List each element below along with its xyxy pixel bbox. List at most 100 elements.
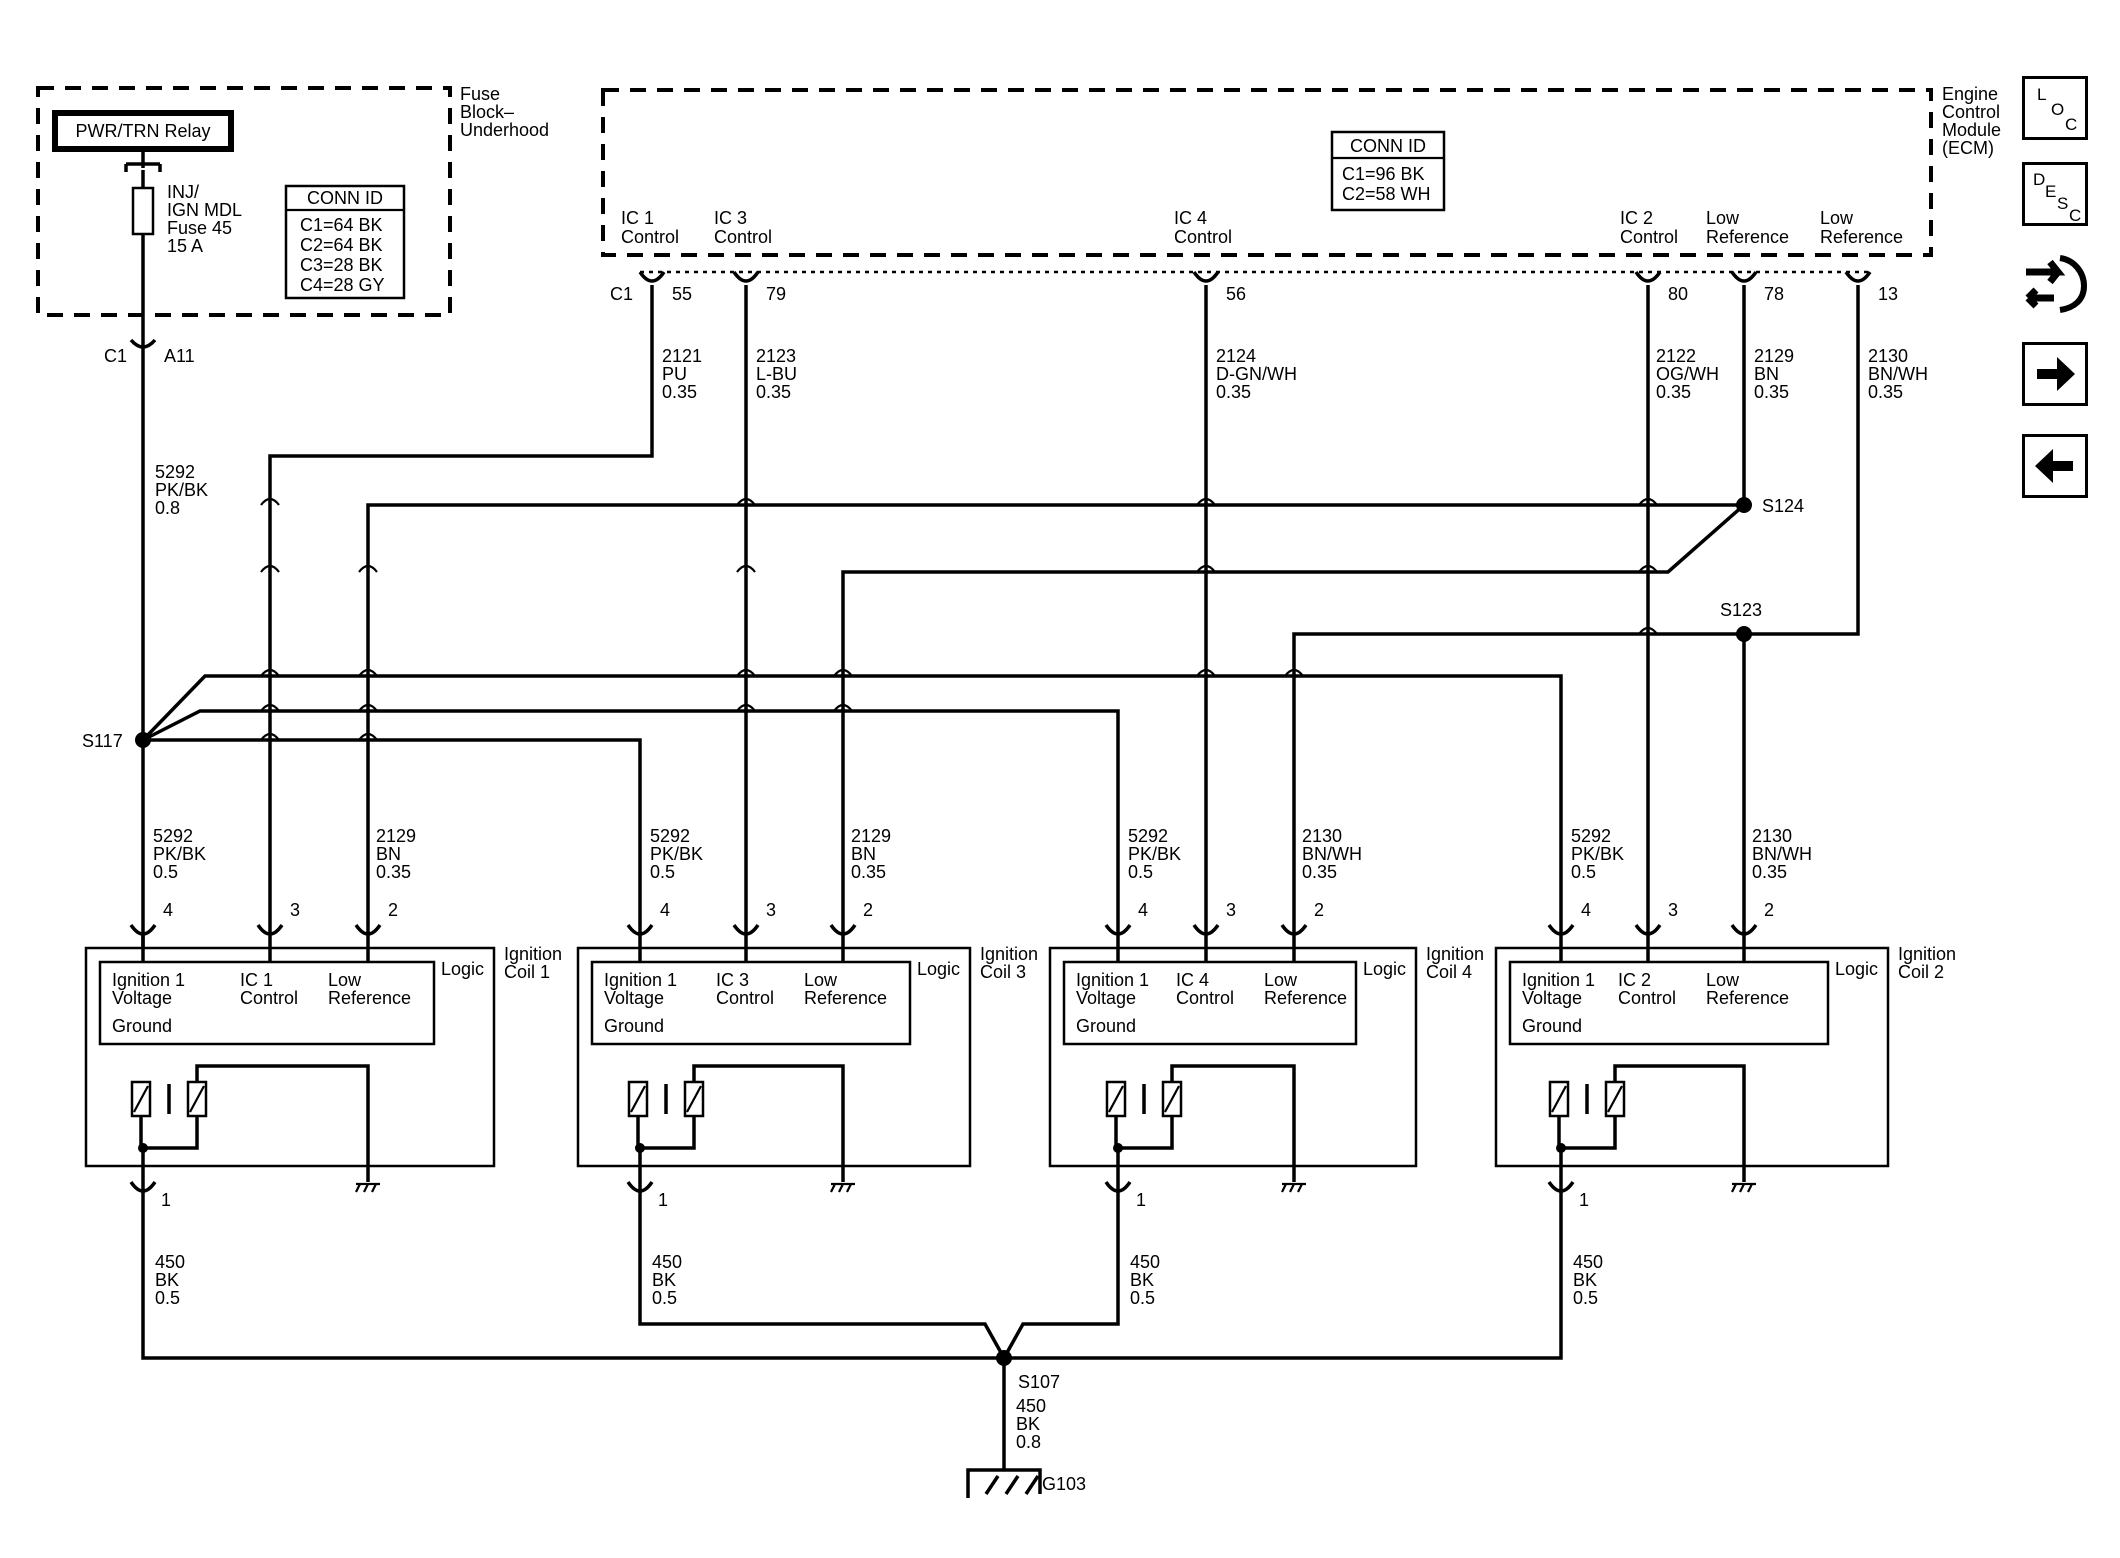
- w2122-3: 0.35: [1656, 382, 1691, 402]
- coil-1-cell-1-line-1: Ignition 1: [604, 970, 677, 990]
- coil-2-cell-1-line-1: Ignition 1: [1076, 970, 1149, 990]
- coil-3-ref-wire-2: BN/WH: [1752, 844, 1812, 864]
- arrow-right-icon: [2037, 357, 2075, 391]
- coil-2-gnd-wire-3: 0.5: [1130, 1288, 1155, 1308]
- crossover-hop-6: [736, 564, 756, 573]
- coil-1-pin-3: 3: [766, 900, 776, 920]
- coil-0-secondary-wire: [195, 1064, 370, 1182]
- coil-1-pin-2: 2: [863, 900, 873, 920]
- ground-wire-3: 0.8: [1016, 1432, 1041, 1452]
- crossover-hop-1: [736, 497, 756, 506]
- w2121-3: 0.35: [662, 382, 697, 402]
- ecm-pin-56: 56: [1226, 284, 1246, 304]
- ecm-conn-1: C1=96 BK: [1342, 164, 1425, 184]
- coil-3-winding-1-slash: [1551, 1085, 1567, 1113]
- coil-2-name-2: Coil 4: [1426, 962, 1472, 982]
- fuse-conn-1: C1=64 BK: [300, 215, 383, 235]
- coil-1-pwr-wire-2: PK/BK: [650, 844, 703, 864]
- fuse-label-3: Fuse 45: [167, 218, 232, 238]
- coil-1-pwr-wire-1: 5292: [650, 826, 690, 846]
- coil-3-case-ground-icon: [1731, 1182, 1756, 1193]
- location-button[interactable]: L O C: [2022, 76, 2088, 140]
- relay-label: PWR/TRN Relay: [75, 121, 210, 141]
- coil-2-case-ground-icon: [1281, 1182, 1306, 1193]
- loc-letter-o: O: [2051, 100, 2065, 119]
- ecm-pin-80: 80: [1668, 284, 1688, 304]
- coil-3-logic-box: [1508, 960, 1830, 1046]
- coil-0-ref-wire-1: 2129: [376, 826, 416, 846]
- coil-0-pin-2: 2: [388, 900, 398, 920]
- coil-0-logic-box: [98, 960, 436, 1046]
- coil-2-pin-4-cup: [1104, 923, 1132, 936]
- coil-1-gnd-wire-2: BK: [652, 1270, 676, 1290]
- w2122-2: OG/WH: [1656, 364, 1719, 384]
- crossover-hop-15: [1284, 668, 1304, 677]
- crossover-hop-16: [260, 703, 280, 712]
- coil-0-pin-4-cup: [129, 923, 157, 936]
- coil-2-pin-2-cup: [1280, 923, 1308, 936]
- description-button[interactable]: D E S C: [2022, 162, 2088, 226]
- ecm-term-ic1-1: IC 1: [621, 208, 654, 228]
- coil-1-ground-label: Ground: [604, 1016, 664, 1036]
- coil-2-pwr-wire-2: PK/BK: [1128, 844, 1181, 864]
- w5292-main-1: 5292: [155, 462, 195, 482]
- w2124-3: 0.35: [1216, 382, 1251, 402]
- coil-0-pin-1-cup: [129, 1180, 157, 1193]
- coil-1-logic-label: Logic: [917, 959, 960, 979]
- fuse-conn-label: C1: [104, 346, 127, 366]
- ecm-conn-id-box: [1330, 130, 1446, 212]
- ground-g103-label: G103: [1042, 1474, 1086, 1494]
- coil-0-pwr-wire-3: 0.5: [153, 862, 178, 882]
- w2130-top-3: 0.35: [1868, 382, 1903, 402]
- ecm-conn-id-title: CONN ID: [1350, 136, 1426, 156]
- coil-1-cell-3-line-1: Low: [804, 970, 838, 990]
- crossover-hop-7: [1196, 564, 1216, 573]
- next-page-button[interactable]: [2022, 342, 2088, 406]
- w2124-1: 2124: [1216, 346, 1256, 366]
- coil-3-pin-2-cup: [1730, 923, 1758, 936]
- coil-0-case-ground-icon: [355, 1182, 380, 1193]
- previous-page-button[interactable]: [2022, 434, 2088, 498]
- fuse-block-title-3: Underhood: [460, 120, 549, 140]
- wires: [141, 285, 1860, 935]
- coil-2-gnd-wire-2: BK: [1130, 1270, 1154, 1290]
- coil-1-secondary-wire: [692, 1064, 845, 1182]
- desc-letter-d: D: [2033, 170, 2046, 189]
- w2130-top-1: 2130: [1868, 346, 1908, 366]
- coil-1-cell-2-line-1: IC 3: [716, 970, 749, 990]
- coil-2-cell-3-line-2: Reference: [1264, 988, 1347, 1008]
- crossover-hop-9: [1638, 626, 1658, 635]
- coil-2-ground-label: Ground: [1076, 1016, 1136, 1036]
- coil-0-cell-2-line-2: Control: [240, 988, 298, 1008]
- coil-0-pin-3-cup: [256, 923, 284, 936]
- ecm-module: Engine Control Module (ECM) CONN ID C1=9…: [601, 84, 2001, 304]
- relay-inner: [58, 116, 228, 146]
- coil-1-primary-wire: [636, 1116, 696, 1150]
- coil-1-ref-wire-2: BN: [851, 844, 876, 864]
- ecm-title-4: (ECM): [1942, 138, 1994, 158]
- ground-wire-2: BK: [1016, 1414, 1040, 1434]
- w2123-1: 2123: [756, 346, 796, 366]
- coil-3-cell-3-line-2: Reference: [1706, 988, 1789, 1008]
- w2129-top-3: 0.35: [1754, 382, 1789, 402]
- coil-2-ref-wire-3: 0.35: [1302, 862, 1337, 882]
- fuse-conn-id-title: CONN ID: [307, 188, 383, 208]
- ecm-term-ic3-2: Control: [714, 227, 772, 247]
- coil-1-junction: [635, 1143, 645, 1153]
- coil-1-name-2: Coil 3: [980, 962, 1026, 982]
- connector-view-icon[interactable]: [2018, 250, 2092, 320]
- crossover-hop-2: [1196, 497, 1216, 506]
- coil-2-ref-wire-2: BN/WH: [1302, 844, 1362, 864]
- coil-0-pwr-wire-1: 5292: [153, 826, 193, 846]
- crossover-hop-14: [1196, 668, 1216, 677]
- coil-1-cell-1-line-2: Voltage: [604, 988, 664, 1008]
- crossover-hop-20: [260, 732, 280, 741]
- ecm-term-ref2-1: Low: [1820, 208, 1854, 228]
- coil-3-secondary-wire: [1613, 1064, 1746, 1182]
- coil-2-cell-2-line-2: Control: [1176, 988, 1234, 1008]
- coil-0-gnd-wire-3: 0.5: [155, 1288, 180, 1308]
- coil-1-pin-4-cup: [626, 923, 654, 936]
- coil-2-logic-box: [1062, 960, 1358, 1046]
- fuse-label-1: INJ/: [167, 182, 199, 202]
